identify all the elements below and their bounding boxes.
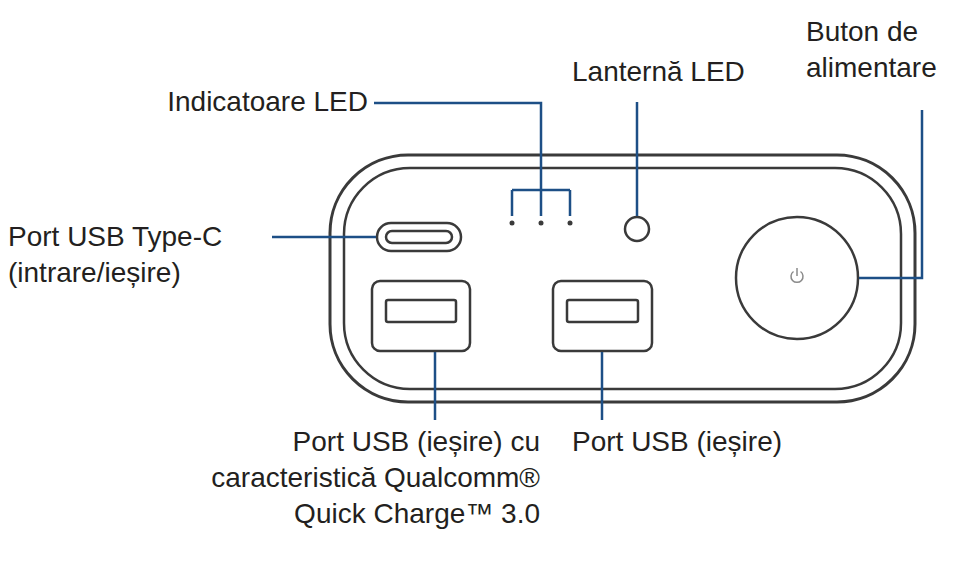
leader-line	[272, 236, 376, 239]
part-label: Port USB (ieșire)	[572, 424, 872, 460]
usb-a-port-qc	[372, 281, 470, 351]
power-button	[736, 217, 858, 339]
leader-lines	[272, 102, 922, 420]
part-label: Port USB Type-C (intrare/ieșire)	[8, 219, 270, 291]
leader-line	[859, 110, 922, 278]
part-label: Port USB (ieșire) cu caracteristică Qual…	[140, 424, 540, 531]
usb-a-port	[553, 281, 652, 351]
power-symbol	[796, 268, 798, 276]
part-label: Lanternă LED	[572, 54, 802, 90]
part-label: Indicatoare LED	[100, 84, 368, 120]
led-dot	[568, 221, 573, 226]
usb-a-slot	[386, 300, 456, 322]
flashlight-lens	[625, 217, 649, 241]
leader-bracket	[374, 103, 570, 216]
part-label: Buton de alimentare	[806, 14, 974, 86]
usb-c-port-inner	[386, 231, 452, 243]
housing-inner-outline	[344, 168, 901, 389]
usb-a-slot	[567, 300, 638, 322]
usb-c-port	[377, 223, 461, 251]
led-dot	[539, 221, 544, 226]
led-dot	[510, 221, 515, 226]
leader-line	[601, 352, 604, 420]
leader-line	[434, 352, 437, 420]
housing-outline	[330, 155, 915, 402]
leader-line	[636, 102, 639, 216]
